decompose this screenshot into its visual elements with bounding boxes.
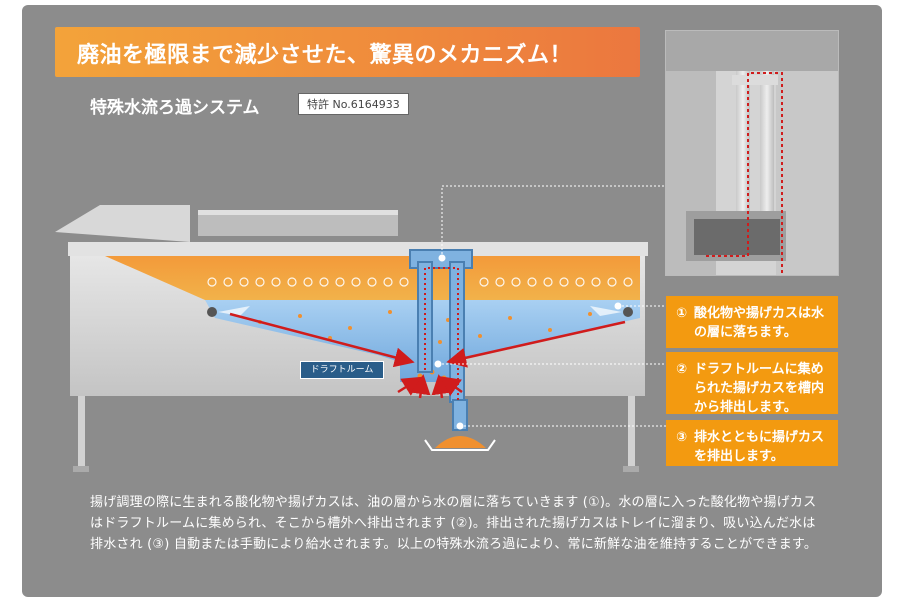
- heater-coils: [207, 277, 633, 287]
- fryer-leg: [78, 396, 85, 468]
- draft-tube-left: [417, 261, 433, 373]
- step-1-text: 酸化物や揚げカスは水の層に落ちます。: [694, 306, 825, 340]
- drain-pipe: [452, 399, 468, 431]
- leader-lines: [438, 185, 666, 427]
- step-3-text: 排水とともに揚げカスを排出します。: [694, 430, 825, 464]
- fryer-hood: [198, 212, 398, 236]
- step-2-text: ドラフトルームに集められた揚げカスを槽内から排出します。: [694, 362, 825, 415]
- fryer-lid: [55, 205, 190, 242]
- draft-tube-photo: [665, 30, 839, 276]
- fryer-top: [68, 242, 648, 256]
- left-nozzle: [207, 307, 217, 317]
- right-nozzle: [623, 307, 633, 317]
- leader-dots: [434, 254, 622, 430]
- step-1-number: ①: [676, 306, 688, 321]
- system-title: 特殊水流ろ過システム: [90, 98, 260, 118]
- draft-tube-photo-image: [666, 31, 838, 275]
- step-1-box: ① 酸化物や揚げカスは水の層に落ちます。: [666, 296, 838, 348]
- step-3-number: ③: [676, 430, 688, 445]
- step-2-box: ② ドラフトルームに集められた揚げカスを槽内から排出します。: [666, 352, 838, 415]
- fryer-leg: [628, 396, 635, 468]
- headline-banner: 廃油を極限まで減少させた、驚異のメカニズム！: [55, 27, 640, 77]
- collection-tray: [424, 439, 496, 451]
- flow-arrows: [229, 312, 626, 399]
- collected-debris: [435, 436, 486, 448]
- upward-flow: [424, 267, 459, 400]
- draft-room-label: ドラフトルーム: [300, 361, 384, 379]
- patent-badge: 特許 No.6164933: [298, 93, 409, 115]
- headline-text: 廃油を極限まで減少させた、驚異のメカニズム！: [77, 43, 573, 68]
- step-2-number: ②: [676, 362, 688, 377]
- description-text: 揚げ調理の際に生まれる酸化物や揚げカスは、油の層から水の層に落ちていきます (①…: [90, 495, 818, 552]
- step-3-box: ③ 排水とともに揚げカスを排出します。: [666, 420, 838, 466]
